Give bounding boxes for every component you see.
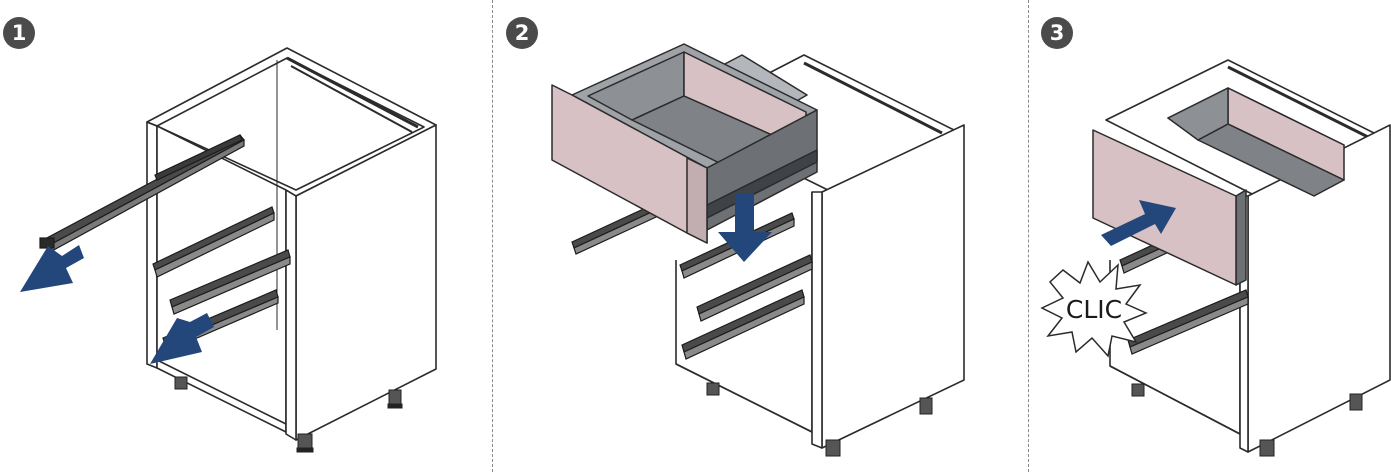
step-3-illustration: CLIC (1040, 59, 1391, 457)
step-3-badge: 3 (1041, 17, 1073, 49)
push-in-arrow-icon (1101, 200, 1176, 246)
clic-burst-icon: CLIC (1040, 260, 1148, 358)
step-divider-1-2 (492, 0, 493, 472)
step-2-panel: 2 (492, 0, 1028, 472)
cabinet-foot (174, 376, 188, 390)
pull-out-arrow-icon (150, 313, 214, 364)
insert-down-arrow-icon (718, 194, 772, 262)
step-2-badge: 2 (506, 17, 538, 49)
pull-out-arrow-icon (20, 245, 84, 292)
step-divider-2-3 (1028, 0, 1029, 472)
cabinet-foot (706, 382, 720, 396)
step-1-illustration (20, 47, 437, 453)
step-2-illustration (551, 43, 965, 457)
step-3-panel: 3 (1028, 0, 1391, 472)
step-1-badge: 1 (3, 17, 35, 49)
clic-label: CLIC (1066, 295, 1122, 324)
cabinet-front-left (146, 121, 158, 369)
step-1-panel: 1 (0, 0, 492, 472)
cabinet-foot (1131, 383, 1145, 397)
